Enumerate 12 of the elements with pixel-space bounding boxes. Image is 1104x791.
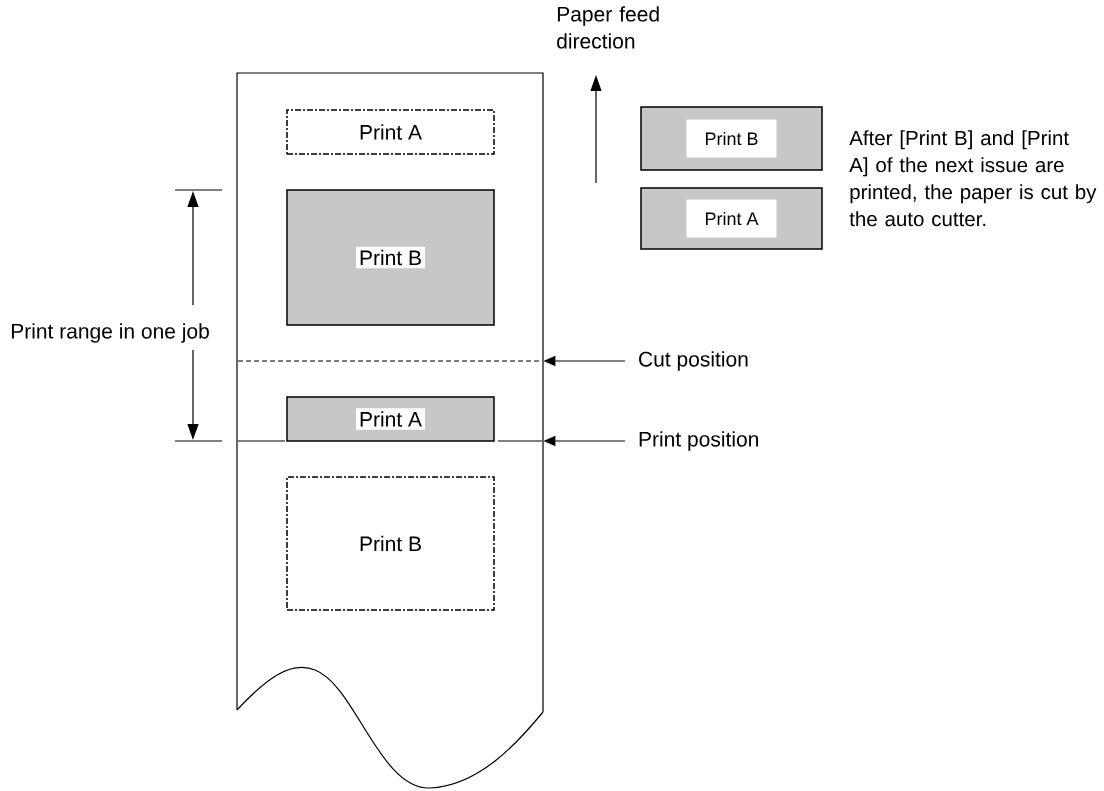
dimension-label: Print range in one job	[11, 323, 209, 343]
printed-area: Print A	[640, 187, 823, 250]
print-area: Print B	[286, 476, 495, 611]
print-area: Print A	[286, 109, 495, 155]
printed-area: Print B	[640, 106, 823, 171]
paper-strip	[236, 72, 544, 789]
note-text: After [Print B] and [Print A] of the next issue are printed, the paper is cut by the auto cutter.	[849, 130, 1097, 227]
direction-label: Paper feed direction	[557, 6, 659, 49]
printed-area: Print A	[286, 396, 495, 442]
position-label: Cut position	[639, 351, 748, 371]
position-label: Print position	[639, 431, 758, 451]
printed-area: Print B	[286, 189, 495, 326]
